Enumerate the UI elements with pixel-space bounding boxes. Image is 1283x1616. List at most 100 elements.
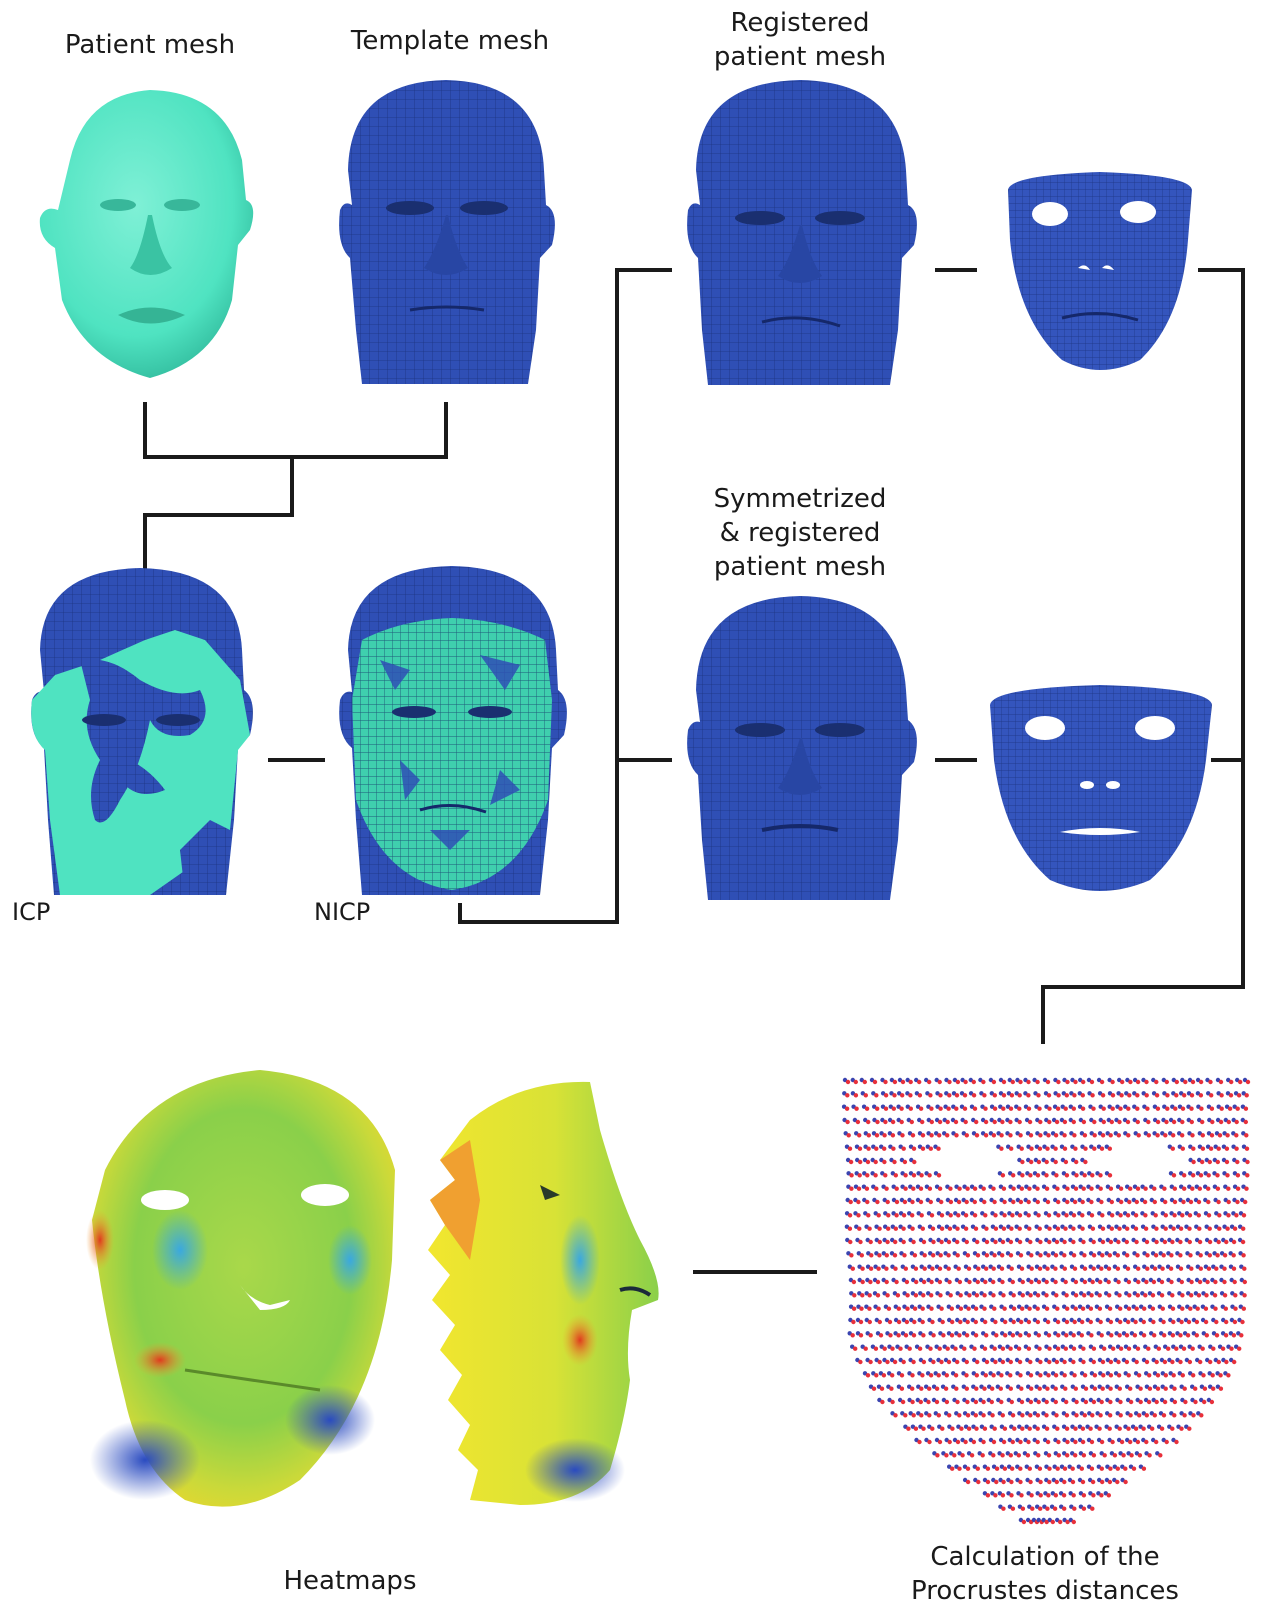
point-red [1225,1160,1229,1164]
point-red [984,1133,988,1137]
point-red [1083,1160,1087,1164]
point-red [1012,1307,1016,1311]
point-red [1029,1160,1033,1164]
point-red [966,1307,970,1311]
point-red [879,1333,883,1337]
point-red [1151,1320,1155,1324]
point-red [1213,1307,1217,1311]
point-red [963,1107,967,1111]
point-red [910,1213,914,1217]
point-red [991,1453,995,1457]
point-red [1245,1160,1249,1164]
point-red [1062,1360,1066,1364]
point-red [1224,1307,1228,1311]
point-red [946,1253,950,1257]
point-red [955,1360,959,1364]
point-red [1083,1147,1087,1151]
point-red [999,1373,1003,1377]
nicp-mesh-image [339,566,567,895]
point-red [950,1320,954,1324]
point-red [1038,1467,1042,1471]
point-red [923,1253,927,1257]
point-red [1081,1307,1085,1311]
point-red [1019,1493,1023,1497]
point-red [1073,1320,1077,1324]
point-red [985,1360,989,1364]
point-red [1152,1280,1156,1284]
point-red [1011,1507,1015,1511]
point-red [877,1227,881,1231]
point-red [921,1293,925,1297]
point-red [902,1253,906,1257]
point-red [1156,1120,1160,1124]
point-red [939,1200,943,1204]
point-red [1238,1080,1242,1084]
point-red [845,1107,849,1111]
point-red [883,1120,887,1124]
point-red [851,1333,855,1337]
point-red [1160,1427,1164,1431]
point-red [1101,1373,1105,1377]
point-red [1237,1093,1241,1097]
point-red [947,1093,951,1097]
point-red [852,1280,856,1284]
point-red [1045,1280,1049,1284]
point-red [1172,1173,1176,1177]
point-red [1145,1360,1149,1364]
point-red [938,1267,942,1271]
point-red [1054,1387,1058,1391]
point-red [882,1160,886,1164]
point-red [1090,1213,1094,1217]
point-red [1058,1520,1062,1524]
point-red [1036,1173,1040,1177]
point-red [1082,1507,1086,1511]
point-red [955,1400,959,1404]
point-red [1232,1240,1236,1244]
point-red [1216,1187,1220,1191]
point-red [1172,1213,1176,1217]
point-red [1151,1307,1155,1311]
point-red [1010,1213,1014,1217]
point-red [1072,1213,1076,1217]
point-red [1064,1213,1068,1217]
point-red [1010,1267,1014,1271]
point-red [1208,1227,1212,1231]
point-red [993,1213,997,1217]
point-red [1026,1440,1030,1444]
point-red [938,1347,942,1351]
point-red [1136,1293,1140,1297]
point-red [992,1267,996,1271]
point-red [1236,1107,1240,1111]
point-red [1055,1120,1059,1124]
point-red [1108,1253,1112,1257]
point-red [1241,1227,1245,1231]
point-red [1126,1133,1130,1137]
point-red [849,1173,853,1177]
point-red [851,1320,855,1324]
point-red [897,1307,901,1311]
point-red [956,1440,960,1444]
point-red [1092,1267,1096,1271]
point-red [993,1347,997,1351]
point-red [1100,1253,1104,1257]
point-red [1197,1200,1201,1204]
point-red [1099,1493,1103,1497]
point-red [1011,1280,1015,1284]
point-red [1038,1227,1042,1231]
point-red [1003,1427,1007,1431]
point-red [1046,1373,1050,1377]
point-red [1178,1360,1182,1364]
point-red [1147,1133,1151,1137]
point-red [1038,1253,1042,1257]
point-red [1174,1093,1178,1097]
point-red [866,1213,870,1217]
point-red [1028,1293,1032,1297]
point-red [1091,1280,1095,1284]
point-red [1146,1347,1150,1351]
point-red [1064,1107,1068,1111]
point-red [1044,1413,1048,1417]
point-red [920,1120,924,1124]
point-red [1100,1400,1104,1404]
point-red [958,1280,962,1284]
point-red [891,1133,895,1137]
